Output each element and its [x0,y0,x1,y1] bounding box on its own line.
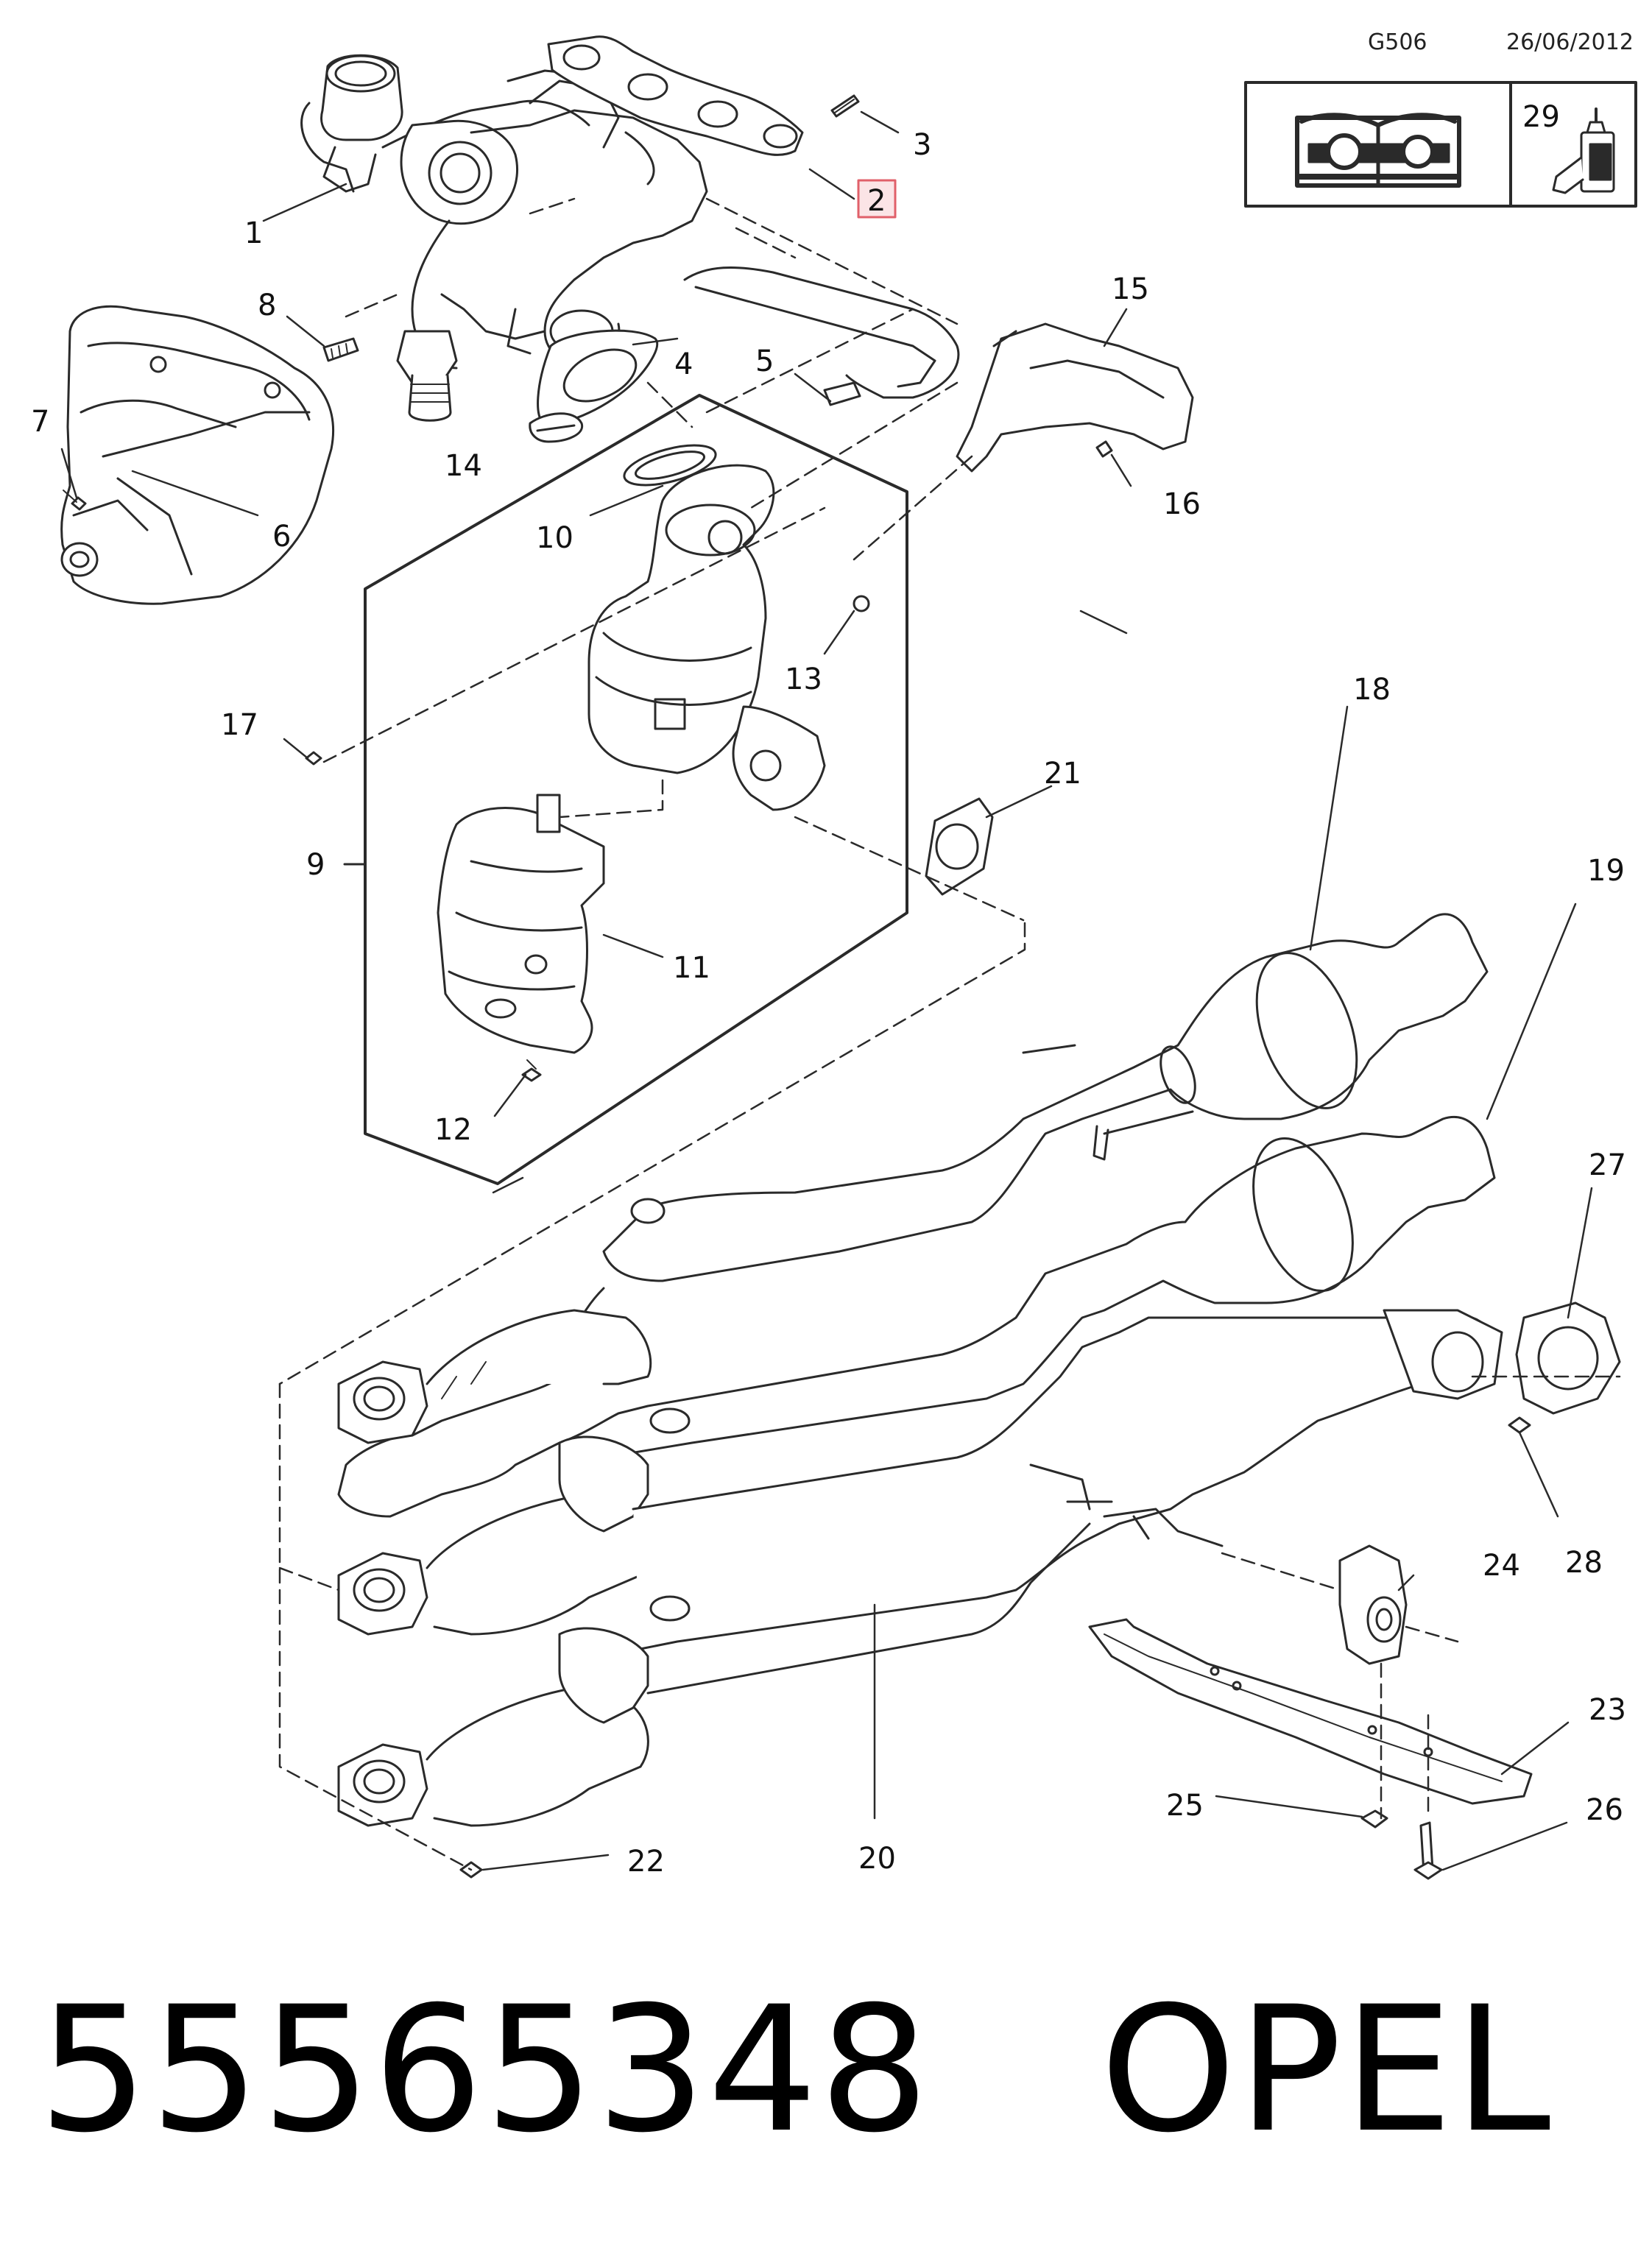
rubber-hanger [1338,1544,1408,1665]
callout-28: 28 [1565,1546,1603,1580]
diagram-code: G506 [1368,29,1427,55]
converter-heat-shield [437,794,605,1054]
callout-2: 2 [867,184,886,218]
rear-flange-gasket [1508,1301,1621,1434]
callout-10: 10 [536,521,573,555]
callout-18: 18 [1353,673,1391,707]
stud-bolt [830,94,860,118]
leader-lines [60,110,1593,1871]
bracket-fasteners [459,1809,1443,1880]
turbo-gasket-and-clamp [529,329,659,443]
sealant-tube-icon [1552,107,1615,194]
callout-6: 6 [272,520,291,554]
callout-20: 20 [858,1842,896,1876]
catalytic-converter-group-frame [343,394,908,1185]
callout-16: 16 [1163,487,1201,521]
flange-gasket [925,797,994,896]
front-pipe-converter [602,913,1489,1282]
converter-gasket [623,444,717,487]
part-number-footer: 55565348 OPEL [38,1984,1552,2157]
callout-13: 13 [785,663,822,696]
intermediate-pipe [337,1115,1496,1518]
manual-book-wrench-icon [1295,113,1461,188]
callout-9: 9 [306,848,325,882]
callout-3: 3 [913,128,931,162]
callout-4: 4 [674,347,693,381]
callout-15: 15 [1112,272,1149,306]
manifold-gasket [547,35,804,156]
support-bracket [1088,1618,1533,1805]
manifold-heat-shield [60,305,335,605]
alignment-lines [278,197,1621,1871]
part-number: 55565348 [38,1970,931,2171]
callout-27: 27 [1589,1148,1626,1182]
callout-23: 23 [1589,1693,1626,1727]
box-number: 29 [1522,100,1560,134]
callout-12: 12 [434,1113,472,1147]
highlighted-callout-box [857,179,897,219]
turbo-manifold-assembly [300,54,708,422]
heat-shield-screw [63,490,87,511]
upper-heat-shield [683,266,1194,473]
header-legend-box: 29 [1244,81,1637,208]
callout-14: 14 [445,449,482,483]
diagram-date: 26/06/2012 [1506,29,1634,55]
fasteners [305,595,870,1082]
callout-5: 5 [755,345,774,378]
callout-8: 8 [258,289,276,322]
callout-19: 19 [1587,854,1625,888]
callout-17: 17 [221,708,258,742]
catalytic-converter [587,464,826,811]
callout-7: 7 [31,405,49,439]
callout-24: 24 [1483,1549,1520,1583]
callout-1: 1 [244,216,263,250]
callout-21: 21 [1044,757,1081,791]
callout-25: 25 [1166,1789,1204,1823]
callout-labels: 1 2 3 4 5 6 7 8 9 10 11 12 13 14 15 16 1… [31,128,1626,1879]
callout-26: 26 [1586,1793,1623,1827]
callout-22: 22 [627,1845,665,1879]
manifold-bolt [322,337,359,362]
callout-11: 11 [673,951,710,985]
brand-name: OPEL [1100,1970,1553,2171]
